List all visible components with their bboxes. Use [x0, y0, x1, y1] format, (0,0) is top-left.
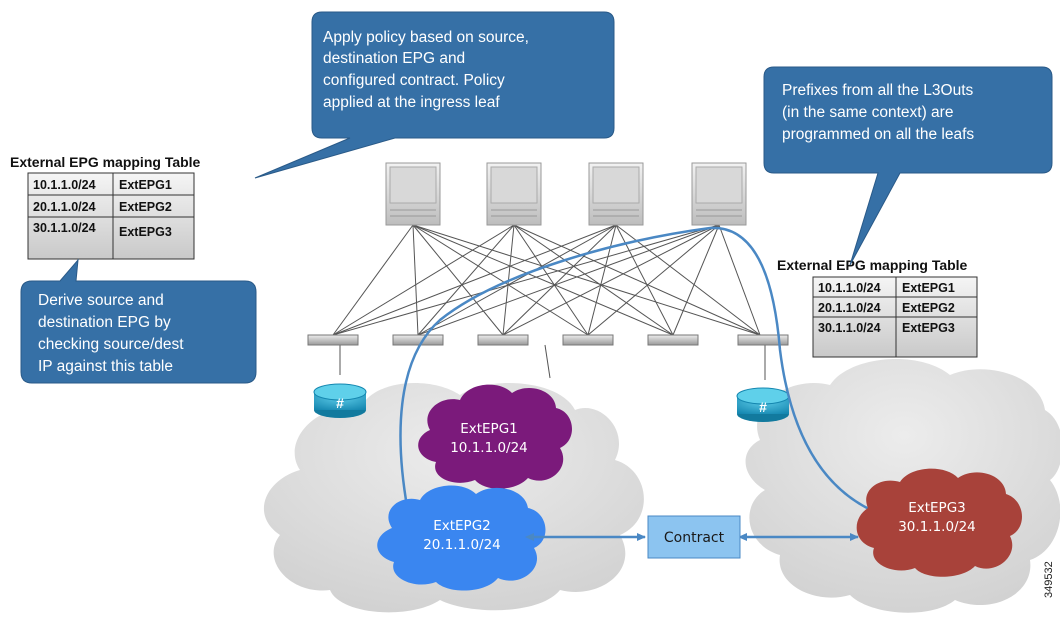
callout-policy-line-2: destination EPG and — [323, 50, 465, 67]
contract-box: Contract — [647, 515, 741, 559]
extepg1-name: ExtEPG1 — [460, 421, 518, 437]
right-table-prefix-1: 10.1.1.0/24 — [818, 281, 881, 295]
right-mapping-table: External EPG mapping Table 10.1.1.0/24 E… — [777, 257, 978, 358]
leaf-switch — [392, 334, 444, 346]
extepg1-prefix: 10.1.1.0/24 — [450, 440, 528, 456]
left-table-title: External EPG mapping Table — [10, 154, 201, 170]
extepg1-cloud: ExtEPG1 10.1.1.0/24 — [418, 384, 572, 489]
left-table-epg-1: ExtEPG1 — [119, 178, 172, 192]
leaf-switch — [477, 334, 529, 346]
extepg2-prefix: 20.1.1.0/24 — [423, 537, 501, 553]
spine-switch — [385, 162, 441, 226]
spine-switch — [691, 162, 747, 226]
extepg2-name: ExtEPG2 — [433, 518, 491, 534]
leaf-switch — [307, 334, 359, 346]
router-icon: # — [736, 387, 790, 422]
callout-policy-line-3: configured contract. Policy — [323, 72, 505, 89]
spine-switch — [588, 162, 644, 226]
leaf-switch — [737, 334, 789, 346]
extepg3-prefix: 30.1.1.0/24 — [898, 519, 976, 535]
leaf-switch — [647, 334, 699, 346]
spine-switch — [486, 162, 542, 226]
right-table-prefix-3: 30.1.1.0/24 — [818, 321, 881, 335]
callout-derive-line-4: IP against this table — [38, 358, 173, 375]
callout-derive: Derive source and destination EPG by che… — [20, 258, 257, 384]
left-table-epg-3: ExtEPG3 — [119, 225, 172, 239]
callout-prefixes: Prefixes from all the L3Outs (in the sam… — [763, 66, 1053, 266]
spine-switches — [385, 162, 747, 226]
left-table-prefix-2: 20.1.1.0/24 — [33, 200, 96, 214]
extepg2-cloud: ExtEPG2 20.1.1.0/24 — [377, 485, 546, 591]
fabric-links — [332, 224, 766, 380]
leaf-switches — [307, 334, 789, 346]
traffic-path — [399, 226, 881, 516]
left-mapping-table: External EPG mapping Table 10.1.1.0/24 E… — [10, 154, 201, 260]
right-table-title: External EPG mapping Table — [777, 257, 968, 273]
figure-id: 349532 — [1043, 561, 1055, 598]
callout-prefixes-line-3: programmed on all the leafs — [782, 126, 974, 143]
leaf-switch — [562, 334, 614, 346]
left-table-prefix-1: 10.1.1.0/24 — [33, 178, 96, 192]
callout-derive-line-2: destination EPG by — [38, 314, 171, 331]
right-table-epg-2: ExtEPG2 — [902, 301, 955, 315]
svg-text:#: # — [336, 395, 344, 411]
callout-prefixes-line-1: Prefixes from all the L3Outs — [782, 82, 973, 99]
callout-derive-line-3: checking source/dest — [38, 336, 184, 353]
callout-policy: Apply policy based on source, destinatio… — [254, 11, 615, 179]
callout-prefixes-line-2: (in the same context) are — [782, 104, 953, 121]
callout-policy-line-4: applied at the ingress leaf — [323, 94, 500, 111]
extepg3-name: ExtEPG3 — [908, 500, 966, 516]
right-table-prefix-2: 20.1.1.0/24 — [818, 301, 881, 315]
right-table-epg-1: ExtEPG1 — [902, 281, 955, 295]
extepg3-cloud: ExtEPG3 30.1.1.0/24 — [856, 468, 1022, 577]
contract-label: Contract — [664, 530, 725, 546]
router-icon: # — [313, 383, 367, 418]
callout-derive-line-1: Derive source and — [38, 292, 164, 309]
left-table-epg-2: ExtEPG2 — [119, 200, 172, 214]
callout-policy-line-1: Apply policy based on source, — [323, 29, 529, 46]
right-table-epg-3: ExtEPG3 — [902, 321, 955, 335]
svg-text:#: # — [759, 399, 767, 415]
left-table-prefix-3: 30.1.1.0/24 — [33, 221, 96, 235]
